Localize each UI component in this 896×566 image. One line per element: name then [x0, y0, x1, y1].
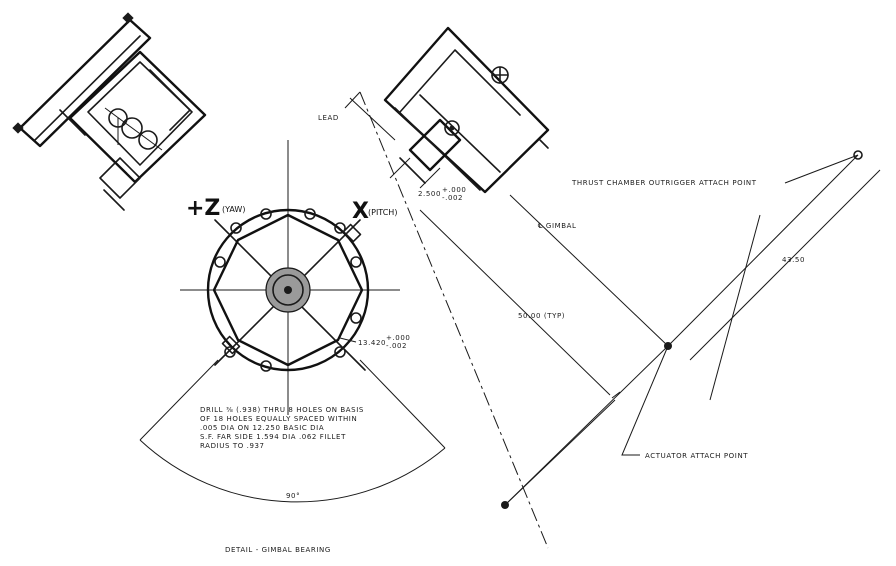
dim-2500-tol-plus: +.000	[442, 186, 466, 194]
pitch-label: (PITCH)	[368, 208, 397, 217]
x-label: X	[352, 199, 369, 224]
plus-z-label: +Z	[186, 196, 220, 221]
dim-13420-leader	[339, 337, 357, 343]
dim-13420: 13.420	[358, 339, 386, 347]
note-line-5: RADIUS TO .937	[200, 442, 265, 450]
note-line-3: .005 DIA ON 12.250 BASIC DIA	[200, 424, 324, 432]
dim-4350: 43.50	[782, 256, 805, 264]
dim-2500: 2.500	[418, 190, 441, 198]
angle-90-label: 90°	[286, 492, 300, 500]
dim-2500-tol-minus: -.002	[442, 194, 463, 202]
angle-90-arc	[139, 439, 446, 503]
detail-title: DETAIL - GIMBAL BEARING	[225, 546, 331, 554]
dim-13420-tol-plus: +.000	[386, 334, 410, 342]
gimbal-label: ℄ GIMBAL	[538, 222, 577, 230]
note-line-2: OF 18 HOLES EQUALLY SPACED WITHIN	[200, 415, 357, 423]
note-line-4: S.F. FAR SIDE 1.594 DIA .062 FILLET	[200, 433, 346, 441]
note-line-1: DRILL ⅜ (.938) THRU 8 HOLES ON BASIS	[200, 406, 364, 414]
lead-label: LEAD	[318, 114, 339, 122]
gimbal-front-view	[180, 140, 400, 415]
yaw-label: (YAW)	[222, 205, 245, 214]
dim-13420-tol-minus: -.002	[386, 342, 407, 350]
thrust-attach-label: THRUST CHAMBER OUTRIGGER ATTACH POINT	[571, 179, 757, 187]
gimbal-isometric-view	[12, 12, 207, 211]
actuator-attach-label: ACTUATOR ATTACH POINT	[645, 452, 748, 460]
dim-5000: 50.00 (TYP)	[518, 312, 565, 320]
drill-note: DRILL ⅜ (.938) THRU 8 HOLES ON BASIS OF …	[200, 406, 364, 450]
gimbal-geometry	[359, 91, 881, 549]
gimbal-side-view	[344, 26, 550, 194]
